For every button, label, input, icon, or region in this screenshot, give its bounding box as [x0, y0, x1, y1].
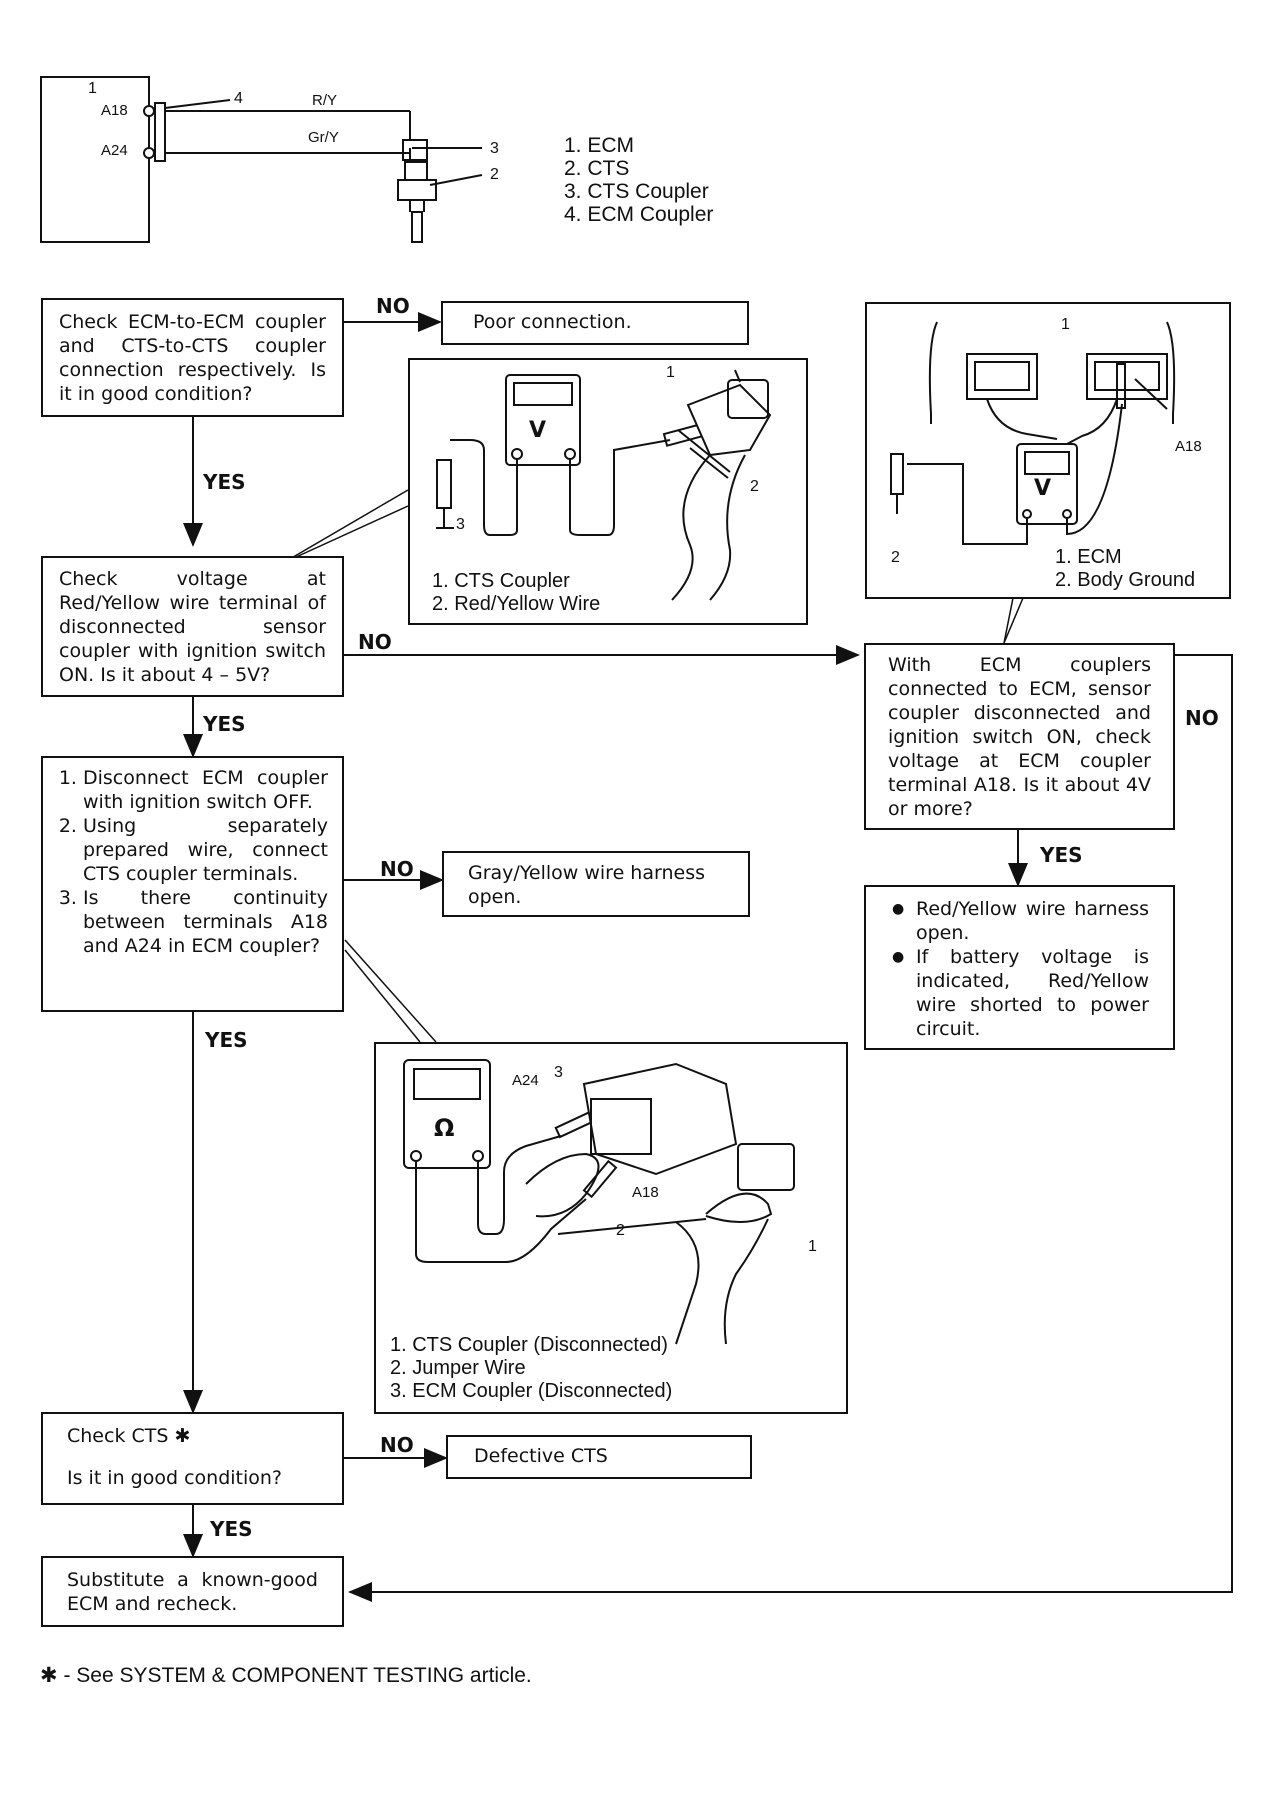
step-check-coupler-connection: Check ECM-to-ECM coupler and CTS-to-CTS … [41, 298, 344, 417]
step-text: Substitute a known-good ECM and recheck. [67, 1569, 318, 1615]
legend-item: 2. Jumper Wire [390, 1357, 526, 1379]
fig1-callout-3: 3 [456, 516, 465, 533]
fig1-legend: 1. CTS Coupler 2. Red/Yellow Wire [432, 570, 600, 616]
fig2-terminal-a18: A18 [1175, 438, 1202, 455]
result-item: If battery voltage is indicated, Red/Yel… [892, 945, 1149, 1041]
voltmeter-symbol: V [1034, 476, 1052, 501]
legend-item: 4. ECM Coupler [564, 203, 714, 226]
figure-cts-voltage: V 1 2 3 1. CTS Coupler 2. Red/Yellow Wir… [408, 358, 808, 625]
asterisk-icon: ✱ [40, 1664, 58, 1687]
step-check-cts: Check CTS ✱ Is it in good condition? [41, 1412, 344, 1505]
footnote: ✱ - See SYSTEM & COMPONENT TESTING artic… [40, 1663, 532, 1688]
fig3-legend: 1. CTS Coupler (Disconnected) 2. Jumper … [390, 1334, 672, 1403]
step-text: Check voltage at Red/Yellow wire termina… [59, 568, 326, 686]
schematic-callout-2: 2 [490, 166, 499, 183]
step-item: Is there continuity between terminals A1… [83, 886, 328, 958]
yes-label: YES [1040, 843, 1083, 867]
result-text: Poor connection. [473, 311, 632, 333]
fig3-terminal-a18: A18 [632, 1184, 659, 1201]
fig2-legend: 1. ECM 2. Body Ground [1055, 546, 1195, 592]
legend-item: 1. ECM [564, 134, 635, 157]
legend-item: 3. CTS Coupler [564, 180, 709, 203]
schematic-wire-ry: R/Y [312, 92, 338, 109]
fig3-terminal-a24: A24 [512, 1072, 539, 1089]
yes-label: YES [203, 712, 246, 736]
figure-ecm-a18-drawing [890, 321, 1176, 545]
voltmeter-symbol: V [529, 418, 547, 443]
step-text: With ECM couplers connected to ECM, sens… [888, 654, 1151, 820]
result-item: Red/Yellow wire harness open. [892, 897, 1149, 945]
schematic-callout-3: 3 [490, 140, 499, 157]
schematic-drawing [40, 76, 483, 243]
footnote-text: - See SYSTEM & COMPONENT TESTING article… [63, 1664, 532, 1687]
legend-item: 1. CTS Coupler [432, 570, 570, 592]
no-label: NO [380, 1433, 414, 1457]
figure-cts-voltage-drawing [436, 369, 772, 601]
yes-label: YES [210, 1517, 253, 1541]
step-check-ecm-a18-voltage: With ECM couplers connected to ECM, sens… [864, 643, 1175, 830]
fig2-callout-1: 1 [1061, 316, 1070, 333]
figure-continuity-drawing [403, 1059, 795, 1345]
legend-item: 1. CTS Coupler (Disconnected) [390, 1334, 668, 1356]
fig1-callout-1: 1 [666, 364, 675, 381]
no-label: NO [1185, 706, 1219, 730]
step-substitute-ecm: Substitute a known-good ECM and recheck. [41, 1556, 344, 1627]
schematic-callout-4: 4 [234, 90, 243, 107]
schematic-terminal-a24: A24 [101, 142, 128, 159]
yes-label: YES [205, 1028, 248, 1052]
step-text: Check ECM-to-ECM coupler and CTS-to-CTS … [59, 311, 326, 405]
no-label: NO [376, 294, 410, 318]
legend-item: 1. ECM [1055, 546, 1122, 568]
fig2-callout-2: 2 [891, 549, 900, 566]
schematic-legend: 1. ECM 2. CTS 3. CTS Coupler 4. ECM Coup… [564, 134, 713, 226]
step-item: Disconnect ECM coupler with ignition swi… [83, 766, 328, 814]
fig1-callout-2: 2 [750, 478, 759, 495]
no-label: NO [358, 630, 392, 654]
step-check-voltage-ry: Check voltage at Red/Yellow wire termina… [41, 556, 344, 697]
asterisk-icon: ✱ [174, 1425, 191, 1447]
step-continuity-check: Disconnect ECM coupler with ignition swi… [41, 756, 344, 1012]
result-list: Red/Yellow wire harness open. If battery… [890, 897, 1149, 1041]
schematic-terminal-a18: A18 [101, 102, 128, 119]
result-poor-connection: Poor connection. [441, 301, 749, 345]
schematic-ecm-number: 1 [88, 80, 97, 97]
legend-item: 2. Red/Yellow Wire [432, 593, 601, 615]
legend-item: 2. Body Ground [1055, 569, 1196, 591]
no-label: NO [380, 857, 414, 881]
fig3-callout-1: 1 [808, 1238, 817, 1255]
figure-continuity-check: Ω A24 3 A18 2 1 1. CTS Coupler (Disconne… [374, 1042, 848, 1414]
legend-item: 2. CTS [564, 157, 630, 180]
step-text: Check CTS ✱ [67, 1424, 318, 1448]
step-text-line1: Check CTS [67, 1425, 169, 1447]
result-text: Defective CTS [474, 1445, 608, 1467]
fig3-callout-3: 3 [554, 1064, 563, 1081]
yes-label: YES [203, 470, 246, 494]
figure-ecm-a18-voltage: V 1 2 A18 1. ECM 2. Body Ground [865, 302, 1231, 599]
result-red-yellow: Red/Yellow wire harness open. If battery… [864, 885, 1175, 1050]
result-defective-cts: Defective CTS [446, 1435, 752, 1479]
result-text: Gray/Yellow wire harness open. [468, 862, 705, 908]
legend-item: 3. ECM Coupler (Disconnected) [390, 1380, 673, 1402]
step-question: Is it in good condition? [67, 1467, 283, 1489]
step-item: Using separately prepared wire, connect … [83, 814, 328, 886]
schematic-wire-gry: Gr/Y [308, 129, 339, 146]
result-gray-yellow-open: Gray/Yellow wire harness open. [442, 851, 750, 917]
step-list: Disconnect ECM coupler with ignition swi… [55, 766, 328, 958]
ohmmeter-symbol: Ω [434, 1114, 455, 1142]
fig3-callout-2: 2 [616, 1222, 625, 1239]
